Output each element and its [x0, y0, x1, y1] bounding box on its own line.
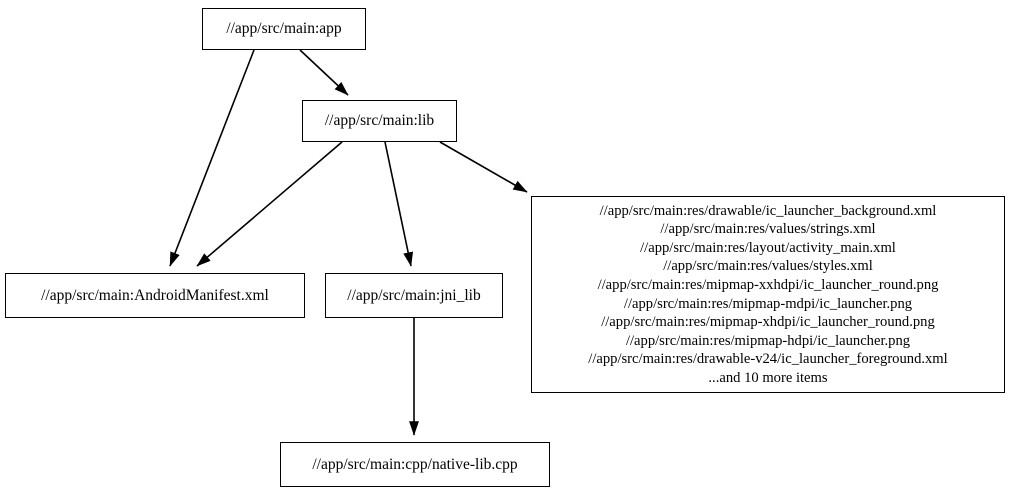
node-resources-label: //app/src/main:res/drawable/ic_launcher_…	[588, 202, 948, 386]
node-android-manifest-target[interactable]: //app/src/main:AndroidManifest.xml	[5, 273, 305, 318]
node-native-lib-cpp-label: //app/src/main:cpp/native-lib.cpp	[312, 455, 518, 473]
node-native-lib-cpp-target[interactable]: //app/src/main:cpp/native-lib.cpp	[280, 442, 550, 487]
node-jni-lib-label: //app/src/main:jni_lib	[347, 286, 481, 304]
node-jni-lib-target[interactable]: //app/src/main:jni_lib	[325, 273, 503, 318]
node-lib-target[interactable]: //app/src/main:lib	[302, 100, 457, 142]
edge-lib-to-manifest	[196, 141, 343, 267]
edge-app-to-manifest	[169, 49, 255, 267]
node-app-target[interactable]: //app/src/main:app	[202, 8, 366, 50]
node-resources-group[interactable]: //app/src/main:res/drawable/ic_launcher_…	[531, 196, 1005, 393]
node-android-manifest-label: //app/src/main:AndroidManifest.xml	[41, 286, 269, 304]
node-app-label: //app/src/main:app	[226, 20, 342, 38]
edge-app-to-lib	[299, 49, 349, 96]
node-lib-label: //app/src/main:lib	[324, 112, 435, 130]
edge-lib-to-jni-lib	[384, 141, 414, 267]
edge-lib-to-resources	[439, 141, 528, 193]
